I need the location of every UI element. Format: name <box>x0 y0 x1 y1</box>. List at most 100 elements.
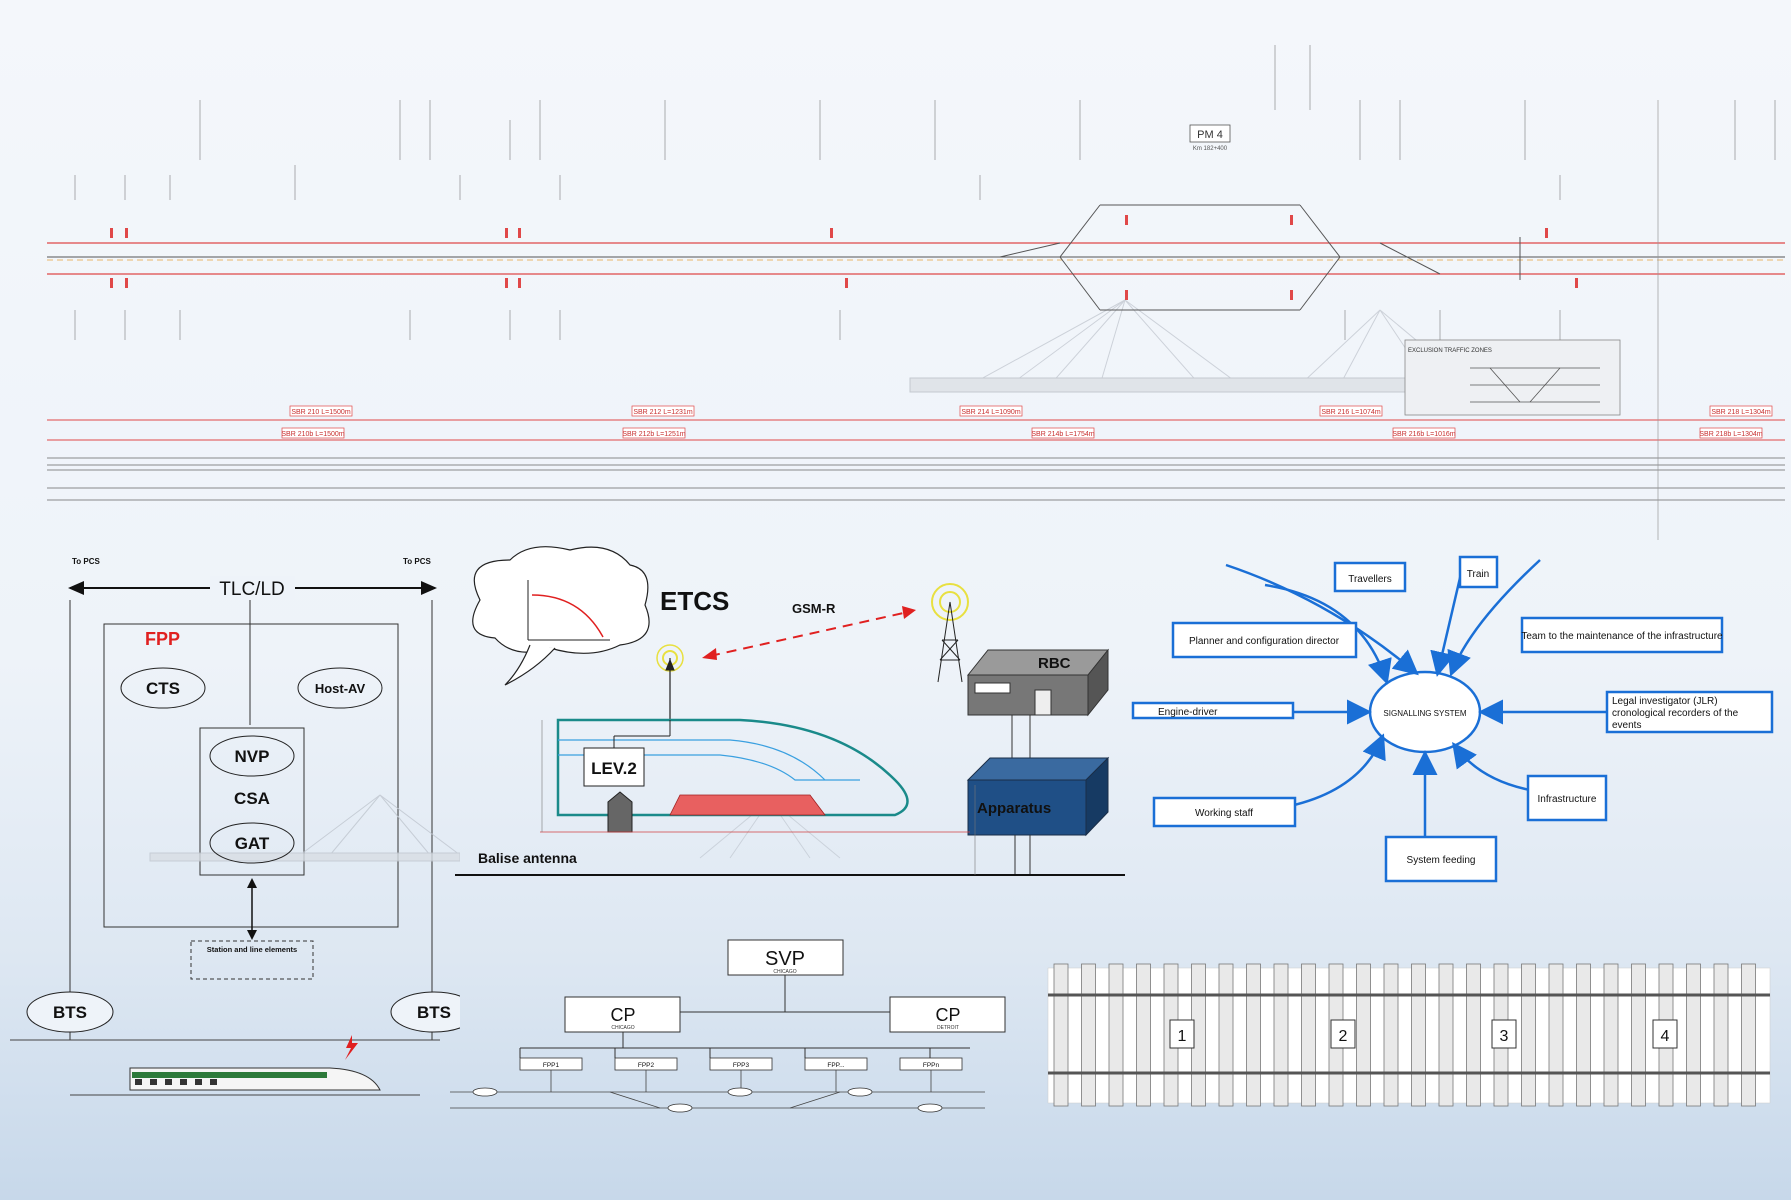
to-pcs-right: To PCS <box>403 557 432 566</box>
travellers-box <box>1333 561 1407 593</box>
csa-label: CSA <box>234 789 270 808</box>
svp-label: SVP <box>765 948 805 970</box>
rail-sleeper <box>1356 963 1371 1107</box>
rail-sleeper <box>1603 963 1619 1107</box>
fpp-dots-label: FPP... <box>827 1062 844 1069</box>
profile-bands <box>47 100 1785 540</box>
rail-sleeper <box>1631 963 1646 1107</box>
fpp-2-label: FPP2 <box>638 1062 655 1069</box>
rbc-label: RBC <box>1038 655 1071 672</box>
rail-block-label: 3 <box>1500 1028 1509 1045</box>
rail-sleeper <box>1273 963 1289 1107</box>
planner-label: Planner and configuration director <box>1189 636 1340 647</box>
sbr-upper-2: SBR 212 L=1231m <box>633 409 693 416</box>
main-tracks <box>47 204 1785 311</box>
cts-label: CTS <box>146 679 180 698</box>
fpp-1-label: FPP1 <box>543 1062 560 1069</box>
working-staff-box <box>1152 796 1297 828</box>
cp-left-sub: CHICAGO <box>611 1025 634 1031</box>
fpp-box <box>103 623 399 928</box>
host-av-label: Host-AV <box>315 681 366 696</box>
etcs-label: ETCS <box>660 586 729 616</box>
sbr-upper-3: SBR 214 L=1090m <box>961 409 1021 416</box>
signals <box>110 215 1578 300</box>
signalling-diagram: SIGNALLING SYSTEM Travellers Train Plann… <box>1131 555 1774 883</box>
rail-block-box <box>1169 1019 1195 1049</box>
rail-sleeper <box>1383 963 1399 1107</box>
exclusion-zone-label: EXCLUSION TRAFFIC ZONES <box>1408 348 1492 354</box>
lev2-box <box>583 747 645 787</box>
rail-sleeper <box>1576 963 1591 1107</box>
bts-right-label: BTS <box>417 1003 451 1022</box>
fpp-diagram: To PCS To PCS TLC/LD FPP CTS Host-AV NVP… <box>10 557 460 1096</box>
engine-driver-label: Engine-driver <box>1158 707 1218 718</box>
pm-sub: Km 182+400 <box>1193 146 1228 152</box>
rbc-box <box>966 648 1110 717</box>
chainage-annotations <box>74 45 1776 340</box>
station-line-label: Station and line elements <box>206 945 298 954</box>
rail-block-box <box>1652 1019 1678 1049</box>
exclusion-zone-panel <box>1404 339 1621 416</box>
sbr-lower-2: SBR 212b L=1251m <box>622 431 685 438</box>
cp-left-box <box>564 996 681 1033</box>
svp-diagram: SVP CHICAGO CP CHICAGO CP DETROIT FPP1 F… <box>450 939 1006 1113</box>
station-line-box <box>190 940 314 980</box>
legal-label: Legal investigator (JLR) cronological re… <box>1612 696 1739 730</box>
sbr-lower-labels: SBR 210b L=1500m SBR 212b L=1251m SBR 21… <box>281 427 1763 439</box>
sbr-lower-1: SBR 210b L=1500m <box>281 431 344 438</box>
rail-sleeper <box>1548 963 1564 1107</box>
apparatus-label: Apparatus <box>977 800 1051 817</box>
to-pcs-left: To PCS <box>72 557 101 566</box>
train-markers <box>472 1087 943 1113</box>
train-antenna <box>656 644 684 720</box>
fpp-label: FPP <box>145 629 180 649</box>
etcs-diagram: ETCS GSM-R RBC Apparatus <box>455 546 1125 876</box>
system-feeding-box <box>1384 835 1498 883</box>
travellers-label: Travellers <box>1348 574 1392 585</box>
train-icon <box>129 1035 381 1091</box>
sbr-upper-4: SBR 216 L=1074m <box>1321 409 1381 416</box>
cp-right-box <box>889 996 1006 1033</box>
rail-sleeper <box>1108 963 1124 1107</box>
sbr-upper-5: SBR 218 L=1304m <box>1711 409 1771 416</box>
svp-box <box>727 939 844 976</box>
csa-box <box>199 727 305 876</box>
rail-sleeper <box>1246 963 1261 1107</box>
sbr-lower-4: SBR 216b L=1016m <box>1392 431 1455 438</box>
rail-sleeper <box>1741 963 1756 1107</box>
lev2-label: LEV.2 <box>591 759 637 778</box>
rail-block-box <box>1491 1019 1517 1049</box>
tlc-ld-label: TLC/LD <box>219 579 284 600</box>
train-box <box>1458 555 1499 589</box>
rail-sleeper <box>1466 963 1481 1107</box>
rail-sleeper <box>1301 963 1316 1107</box>
rail-block-label: 4 <box>1661 1028 1670 1045</box>
rail-sleeper <box>1136 963 1151 1107</box>
planner-box <box>1171 621 1358 659</box>
cp-right-sub: DETROIT <box>937 1025 959 1031</box>
infrastructure-box <box>1526 774 1608 822</box>
bts-left-label: BTS <box>53 1003 87 1022</box>
antenna-tower <box>931 583 969 683</box>
working-staff-label: Working staff <box>1195 808 1253 819</box>
nvp-label: NVP <box>235 747 270 766</box>
legal-box <box>1605 690 1774 734</box>
engine-driver-box <box>1131 701 1295 720</box>
balise-label: Balise antenna <box>478 850 577 866</box>
track-plan: PM 4 Km 182+400 EXCLUSION TRAFFIC ZONES … <box>47 45 1785 540</box>
sbr-lower-5: SBR 218b L=1304m <box>1699 431 1762 438</box>
team-box <box>1520 616 1724 654</box>
gsm-r-label: GSM-R <box>792 601 836 616</box>
rail-block-box <box>1330 1019 1356 1049</box>
sbr-upper-labels: SBR 210 L=1500m SBR 212 L=1231m SBR 214 … <box>289 405 1773 417</box>
rail-sleeper <box>1438 963 1454 1107</box>
cp-left-label: CP <box>610 1005 635 1025</box>
team-label: Team to the maintenance of the infrastru… <box>1521 631 1723 642</box>
infrastructure-label: Infrastructure <box>1538 794 1597 805</box>
rail-block-label: 1 <box>1178 1028 1187 1045</box>
rail-sleeper <box>1081 963 1096 1107</box>
bridge-illustration <box>909 299 1501 393</box>
rail-sleeper <box>1218 963 1234 1107</box>
rail-sleeper <box>1686 963 1701 1107</box>
